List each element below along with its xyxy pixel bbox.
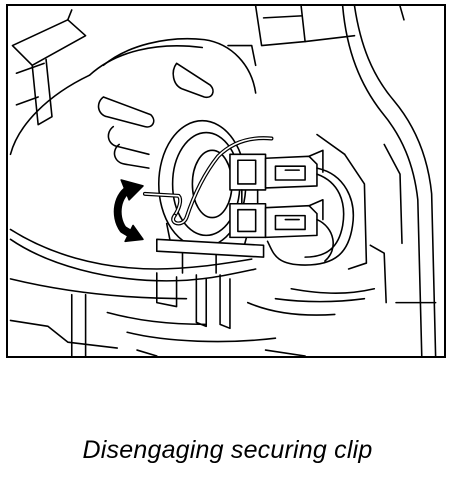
wiring-harness [266,167,355,266]
body-panel-top-left [11,9,87,126]
body-structure-right [227,6,437,356]
lower-mounting-parts [9,272,336,356]
securing-clip-wire [142,136,274,226]
right-side-brackets [274,133,437,304]
rotation-arrow [113,179,144,243]
hand-fingers [97,62,214,169]
connector-plug-lower [229,189,324,239]
headlamp-bulb-connector-illustration [9,6,437,356]
illustration-frame [6,4,446,358]
figure-caption: Disengaging securing clip [82,436,373,464]
connector-plug-upper [229,149,324,191]
